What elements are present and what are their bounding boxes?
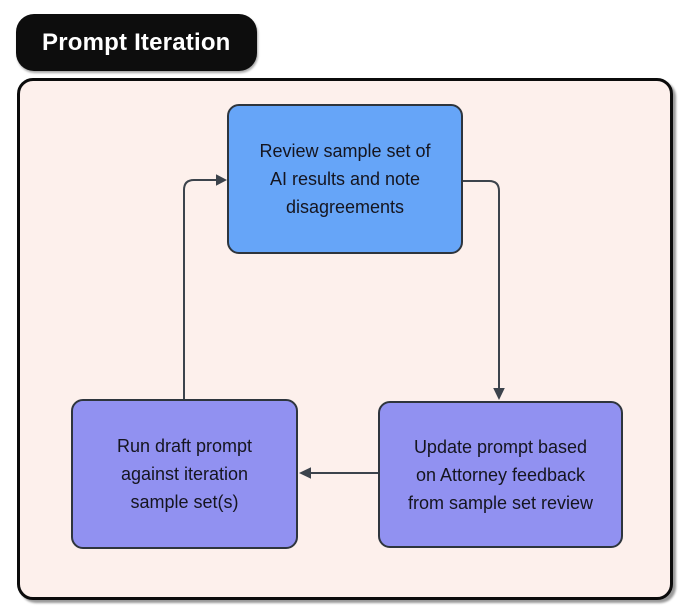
arrowhead-right-icon: [216, 174, 227, 186]
node-review-sample-set: Review sample set of AI results and note…: [227, 104, 463, 254]
diagram-title: Prompt Iteration: [42, 28, 231, 56]
node-label-line: from sample set review: [407, 492, 594, 513]
arrowhead-down-icon: [493, 388, 505, 400]
node-label-line: against iteration: [120, 464, 249, 484]
edge-review-to-update: [463, 180, 505, 400]
node-label-line: AI results and note: [269, 169, 421, 189]
node-label-line: Update prompt based: [413, 436, 588, 457]
node-label-line: Run draft prompt: [116, 436, 253, 456]
node-label-line: on Attorney feedback: [415, 464, 586, 485]
arrowhead-left-icon: [299, 467, 311, 479]
node-update-prompt: Update prompt based on Attorney feedback…: [378, 401, 623, 548]
diagram-canvas: Review sample set of AI results and note…: [17, 78, 673, 600]
node-label-line: Review sample set of: [259, 141, 431, 161]
edge-run-to-review: [183, 174, 227, 399]
diagram-title-badge: Prompt Iteration: [16, 14, 257, 71]
edge-update-to-run: [299, 467, 378, 479]
node-label-line: disagreements: [285, 197, 405, 217]
node-label-line: sample set(s): [130, 492, 239, 512]
node-run-draft-prompt: Run draft prompt against iteration sampl…: [71, 399, 298, 549]
